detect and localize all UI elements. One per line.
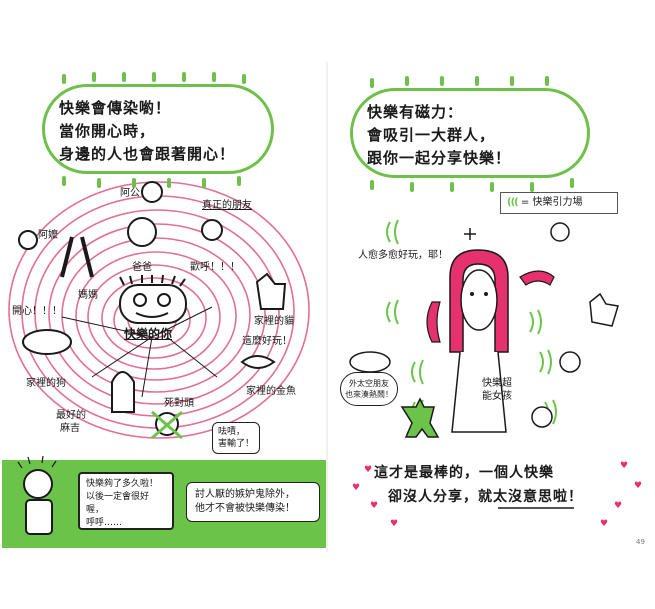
- speech-line-1: 快樂夠了多久啦！: [86, 479, 159, 489]
- note-line-2: 他才不會被快樂傳染！: [195, 503, 295, 514]
- tsk-line-2: 害輸了！: [218, 439, 255, 449]
- heart-icon: ♥: [390, 519, 399, 529]
- right-bubble-line-3: 跟你一起分享快樂！: [367, 149, 512, 167]
- label-mom: 媽媽: [78, 290, 98, 301]
- heart-icon: ♥: [600, 519, 609, 529]
- label-home-goldfish: 家裡的金魚: [246, 386, 296, 397]
- right-header-bubble: 快樂有磁力： 會吸引一大群人， 跟你一起分享快樂！: [350, 88, 590, 178]
- left-page: 快樂會傳染喲！ 當你開心時， 身邊的人也會跟著開心！ 阿公 真正的朋友 阿嬤 爸…: [2, 62, 327, 552]
- right-page: 快樂有磁力： 會吸引一大群人， 跟你一起分享快樂！ ((( = 快樂引力場: [330, 62, 655, 552]
- jealous-kid-illustration: [17, 455, 57, 535]
- kid-speech-box: 快樂夠了多久啦！ 以後一定會很好喔， 呼呼……: [78, 472, 174, 530]
- right-bubble-line-2: 會吸引一大群人，: [367, 126, 496, 144]
- heart-icon: ♥: [634, 481, 643, 491]
- right-bubble-line-1: 快樂有磁力：: [367, 103, 464, 121]
- alien-line-2: 也來湊熱鬧！: [345, 390, 393, 399]
- heart-icon: ♥: [352, 483, 361, 493]
- bottom-line-2: 卻沒人分享，就太沒意思啦！: [388, 489, 583, 505]
- bottom-line-1: 這才是最棒的，一個人快樂: [374, 465, 554, 481]
- tsk-line-1: 呿嘖，: [218, 427, 246, 437]
- label-home-dog: 家裡的狗: [26, 378, 66, 389]
- label-girl-2: 能女孩: [482, 391, 512, 402]
- label-rival: 死對頭: [164, 398, 194, 409]
- heart-icon: ♥: [364, 465, 373, 475]
- left-bubble-line-3: 身邊的人也會跟著開心！: [59, 145, 236, 163]
- label-cheer: 歡呼！！！: [190, 262, 240, 273]
- label-best-friend-1: 最好的: [56, 410, 86, 421]
- label-cat-speech: 這麼好玩！: [242, 336, 292, 347]
- speech-line-2: 以後一定會很好喔，: [86, 492, 150, 515]
- page-number: 49: [636, 538, 645, 546]
- label-happy: 開心！！！: [12, 306, 62, 317]
- note-line-1: 討人厭的嫉妒鬼除外，: [195, 489, 295, 500]
- label-happy-you: 快樂的你: [124, 327, 173, 341]
- legend-box: ((( = 快樂引力場: [500, 192, 618, 214]
- speech-line-3: 呼呼……: [86, 518, 123, 528]
- label-best-friend-2: 麻吉: [60, 423, 80, 434]
- label-dad: 爸爸: [132, 262, 152, 273]
- label-a-ma: 阿嬤: [38, 230, 58, 241]
- underline-decor: [498, 507, 574, 509]
- heart-icon: ♥: [620, 461, 629, 471]
- heart-icon: ♥: [614, 501, 623, 511]
- legend-text: = 快樂引力場: [520, 197, 583, 208]
- jealous-note: 討人厭的嫉妒鬼除外， 他才不會被快樂傳染！: [186, 482, 320, 522]
- heart-icon: ♥: [370, 501, 379, 511]
- left-header-bubble: 快樂會傳染喲！ 當你開心時， 身邊的人也會跟著開心！: [42, 84, 274, 174]
- book-gutter: [326, 62, 328, 552]
- magnet-girl-illustration: [349, 219, 619, 438]
- label-girl-1: 快樂超: [482, 378, 512, 389]
- left-bubble-line-2: 當你開心時，: [59, 122, 156, 140]
- field-lines-icon: (((: [507, 197, 519, 208]
- label-a-gong: 阿公: [120, 188, 140, 199]
- label-crowd: 人愈多愈好玩，耶！: [358, 250, 448, 261]
- label-home-cat: 家裡的貓: [254, 316, 294, 327]
- alien-line-1: 外太空朋友: [349, 379, 389, 388]
- tsk-bubble: 呿嘖， 害輸了！: [212, 422, 260, 454]
- alien-bubble: 外太空朋友 也來湊熱鬧！: [340, 372, 398, 406]
- spiral-illustration: [8, 181, 310, 525]
- label-true-friend: 真正的朋友: [202, 200, 252, 211]
- left-bubble-line-1: 快樂會傳染喲！: [59, 99, 172, 117]
